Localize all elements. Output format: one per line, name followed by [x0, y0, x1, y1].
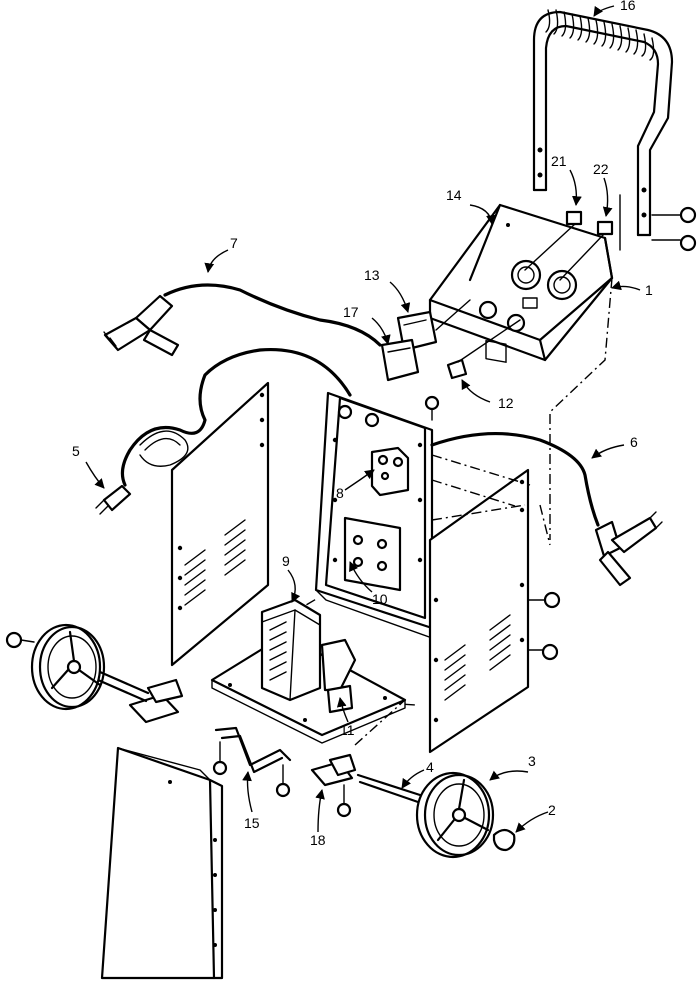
- handle-bolts: [619, 194, 697, 252]
- control-panel-part: [428, 203, 614, 363]
- callout-1: 1: [645, 282, 653, 298]
- callout-2: 2: [548, 802, 556, 818]
- transformer-base-part: [210, 598, 407, 744]
- callout-17: 17: [343, 304, 359, 320]
- meter-module-parts: [380, 299, 471, 382]
- left-axle-bracket: [96, 670, 184, 724]
- callout-13: 13: [364, 267, 380, 283]
- knob-part: [446, 319, 521, 380]
- left-side-panel: [170, 381, 270, 667]
- power-cord-5: [95, 347, 352, 515]
- leader-arrows: [85, 5, 641, 833]
- callout-8: 8: [336, 485, 344, 501]
- callout-16: 16: [620, 0, 636, 13]
- bottom-cover-panel: [100, 746, 224, 980]
- callout-11: 11: [340, 722, 355, 738]
- right-axle-parts: [310, 753, 422, 818]
- left-wheel-part: [5, 623, 106, 711]
- callout-15: 15: [244, 815, 260, 831]
- callout-6: 6: [630, 434, 638, 450]
- callout-labels: 16 21 22 14 1 7 13 17 12 5 6 8 10 9 11 3…: [72, 0, 653, 848]
- callout-9: 9: [282, 553, 290, 569]
- right-side-panel: [428, 468, 530, 754]
- callout-4: 4: [426, 759, 434, 775]
- front-panel: [314, 391, 434, 639]
- battery-clamp-cable-6: [430, 431, 663, 587]
- battery-clamp-cable-7: [103, 283, 382, 357]
- callout-14: 14: [446, 187, 462, 203]
- switch-parts: [524, 210, 614, 281]
- callout-21: 21: [551, 153, 567, 169]
- callout-22: 22: [593, 161, 609, 177]
- callout-18: 18: [310, 832, 326, 848]
- axle-bracket-part: [212, 726, 292, 798]
- right-bolts: [527, 591, 561, 661]
- handle-part: [532, 9, 674, 237]
- callout-5: 5: [72, 443, 80, 459]
- callout-3: 3: [528, 753, 536, 769]
- top-screw: [424, 395, 440, 421]
- callout-10: 10: [372, 591, 388, 607]
- callout-12: 12: [498, 395, 514, 411]
- callout-7: 7: [230, 235, 238, 251]
- right-wheel-part: [415, 771, 516, 859]
